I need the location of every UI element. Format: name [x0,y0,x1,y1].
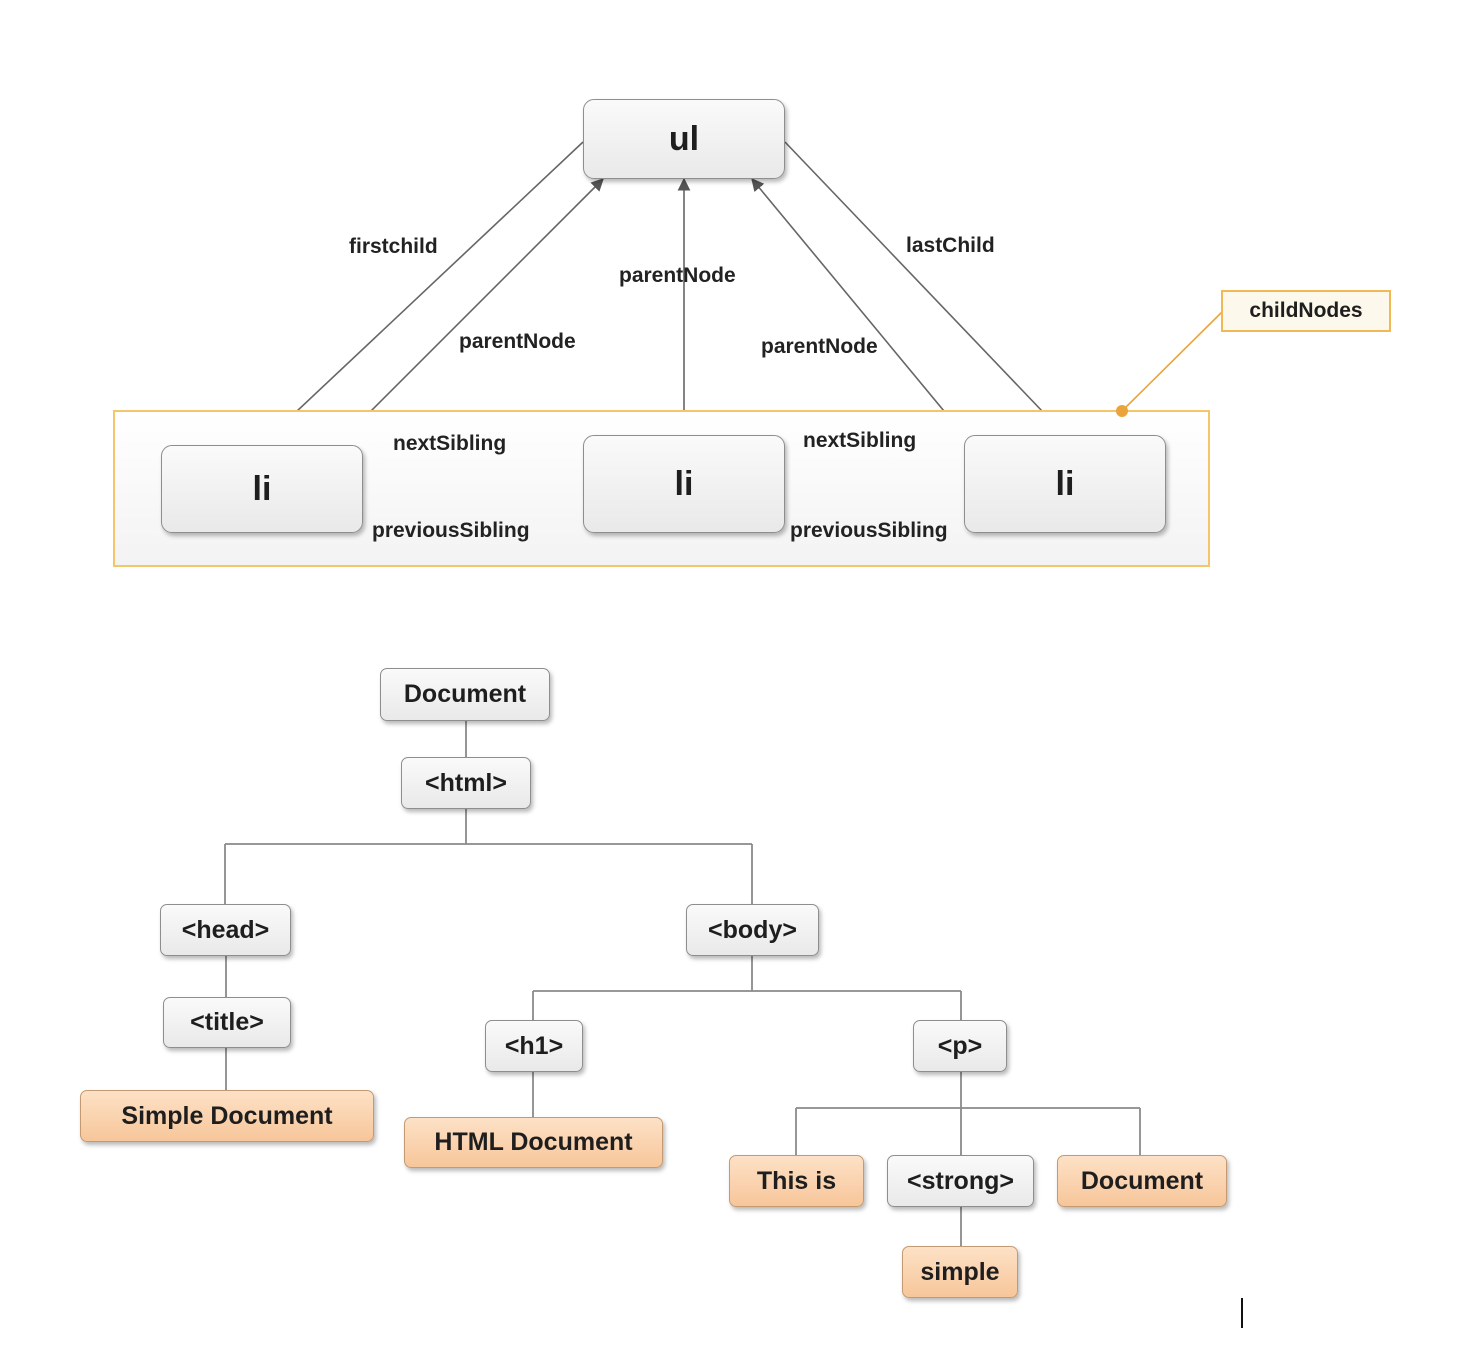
li-node-last-label: li [1055,464,1075,503]
ul-node: ul [583,99,785,179]
document-node: Document [380,668,550,721]
lastchild-arrow [784,141,1065,435]
ul-node-label: ul [668,119,700,158]
li-node-first: li [161,445,363,533]
lastchild-label: lastChild [906,234,995,257]
p-text-1-label: This is [756,1166,837,1195]
html-node-label: <html> [425,768,507,797]
previoussibling-label-1: previousSibling [372,519,530,542]
parentnode-left-label: parentNode [459,330,576,353]
p-text-node-1: This is [729,1155,864,1207]
p-text-node-2: Document [1057,1155,1227,1207]
head-node-label: <head> [181,915,270,944]
h1-node: <h1> [485,1020,583,1072]
parentnode-middle-label: parentNode [619,264,736,287]
p-text-2-label: Document [1080,1166,1204,1195]
callout-line [1121,311,1223,412]
html-node: <html> [401,757,531,809]
parentnode-left-arrow [337,178,604,445]
head-node: <head> [160,904,291,956]
previoussibling-label-2: previousSibling [790,519,948,542]
li-node-middle: li [583,435,785,533]
firstchild-label: firstchild [349,235,438,258]
p-node-label: <p> [937,1031,983,1060]
p-node: <p> [913,1020,1007,1072]
document-node-label: Document [403,680,527,708]
childnodes-label: childNodes [1249,299,1363,322]
h1-node-label: <h1> [504,1031,564,1060]
body-node-label: <body> [708,915,797,944]
strong-text-node: simple [902,1246,1018,1298]
callout-anchor-dot [1116,405,1128,417]
body-node: <body> [686,904,819,956]
strong-text-label: simple [920,1257,1000,1286]
li-node-first-label: li [252,469,272,508]
title-text-label: Simple Document [121,1101,333,1130]
text-cursor [1241,1298,1243,1328]
li-node-last: li [964,435,1166,533]
strong-node: <strong> [887,1155,1034,1207]
li-node-middle-label: li [674,464,694,503]
h1-text-label: HTML Document [434,1128,633,1156]
nextsibling-label-1: nextSibling [393,432,507,455]
parentnode-right-label: parentNode [761,335,878,358]
h1-text-node: HTML Document [404,1117,663,1168]
strong-node-label: <strong> [907,1166,1014,1195]
firstchild-arrow [261,141,584,445]
parentnode-right-arrow [751,178,964,435]
title-text-node: Simple Document [80,1090,374,1142]
nextsibling-label-2: nextSibling [803,429,917,452]
title-node-label: <title> [190,1008,264,1036]
tree-connectors [224,721,1141,1246]
title-node: <title> [163,997,291,1048]
childnodes-callout: childNodes [1221,290,1391,332]
